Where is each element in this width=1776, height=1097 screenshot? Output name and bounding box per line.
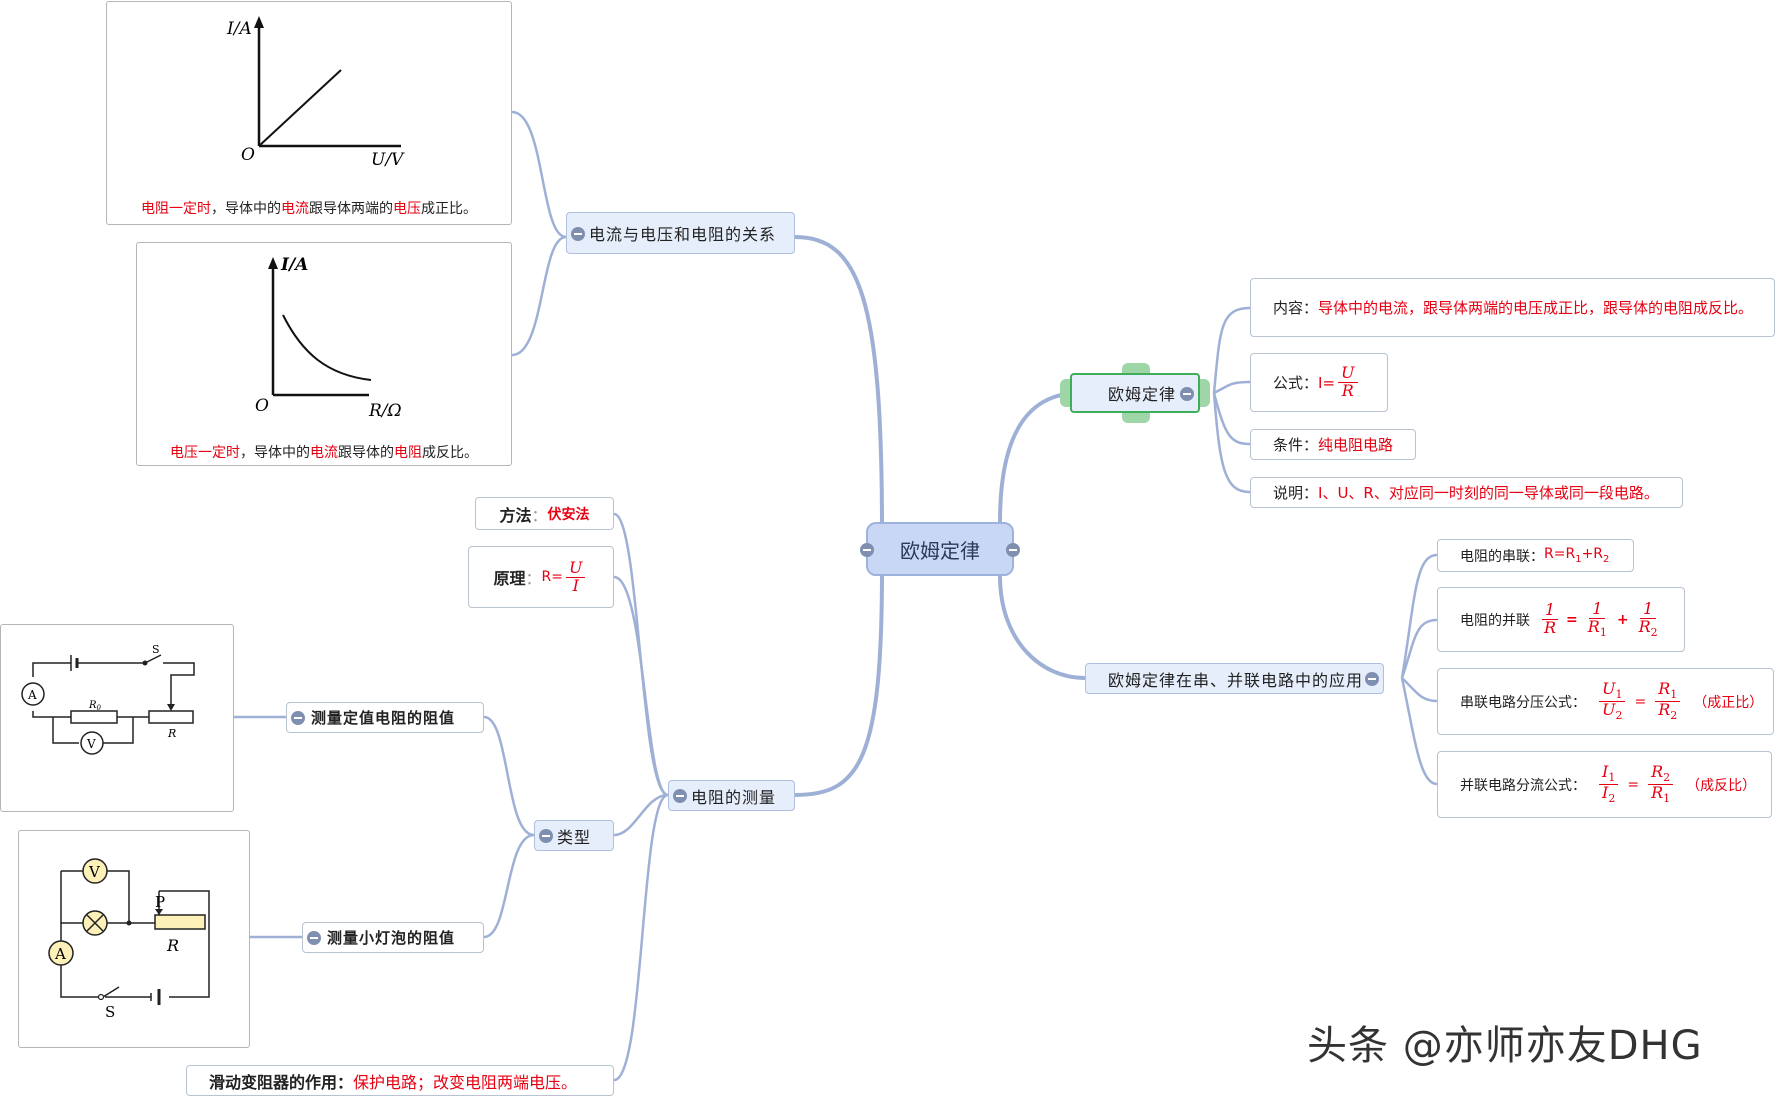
slider-arrow-icon — [167, 704, 175, 711]
law-condition-node[interactable]: 条件：纯电阻电路 — [1250, 429, 1416, 460]
circuit-diagram-fixed-resistor: A V S R0 R — [0, 624, 234, 812]
topic-ohms-law-selected[interactable]: 欧姆定律 — [1060, 363, 1210, 423]
law-condition-label: 条件： — [1273, 436, 1319, 454]
svg-text:R: R — [166, 936, 179, 955]
fixed-resistor-node[interactable]: 测量定值电阻的阻值 — [286, 702, 484, 733]
link-types-bulb — [483, 833, 535, 939]
topic-label: 欧姆定律在串、并联电路中的应用 — [1108, 670, 1364, 690]
collapse-icon[interactable] — [673, 789, 687, 803]
svg-text:A: A — [27, 688, 37, 702]
svg-text:R0: R0 — [88, 700, 102, 712]
x-axis-label: R/Ω — [368, 401, 402, 421]
series-resistance-node[interactable]: 电阻的串联： R=R1+R2 — [1437, 539, 1634, 572]
link-law-formula — [1213, 380, 1251, 395]
law-content-node[interactable]: 内容：导体中的电流，跟导体两端的电压成正比，跟导体的电阻成反比。 — [1250, 278, 1775, 337]
svg-text:S: S — [152, 643, 160, 656]
link-app-series — [1400, 553, 1438, 679]
link-law-content — [1212, 306, 1251, 394]
slider-arrow-icon — [155, 909, 163, 915]
measure-method-node[interactable]: 方法：伏安法 — [475, 497, 614, 530]
voltmeter-icon — [82, 858, 108, 884]
law-condition-text: 纯电阻电路 — [1318, 436, 1394, 454]
link-measure-types — [613, 793, 669, 837]
link-app-shunt — [1400, 677, 1438, 786]
topic-label: 电阻的测量 — [691, 787, 777, 807]
svg-text:R: R — [167, 727, 176, 740]
topic-label: 电流与电压和电阻的关系 — [589, 225, 777, 244]
topic-types[interactable]: 类型 — [534, 820, 614, 851]
collapse-icon[interactable] — [1365, 672, 1379, 686]
svg-text:V: V — [88, 863, 101, 881]
y-axis-label: I/A — [280, 255, 308, 275]
law-note-node[interactable]: 说明：I、U、R、对应同一时刻的同一导体或同一段电路。 — [1250, 477, 1683, 508]
graph-caption: 电阻一定时，导体中的电流跟导体两端的电压成正比。 — [141, 201, 477, 217]
link-law-condition — [1212, 392, 1251, 446]
circuit-diagram-bulb: V A P R S — [18, 830, 250, 1048]
bulb-resistance-node[interactable]: 测量小灯泡的阻值 — [302, 922, 484, 953]
rheostat-role-node[interactable]: 滑动变阻器的作用：保护电路；改变电阻两端电压。 — [186, 1065, 614, 1096]
link-types-fixed — [483, 715, 535, 837]
link-central-law — [998, 391, 1082, 524]
link-law-note — [1212, 392, 1251, 494]
law-note-label: 说明： — [1273, 484, 1319, 502]
topic-label: 欧姆定律 — [1108, 385, 1177, 404]
collapse-icon[interactable] — [1180, 387, 1194, 401]
topic-current-voltage-resistance[interactable]: 电流与电压和电阻的关系 — [566, 212, 795, 254]
collapse-icon[interactable] — [539, 829, 553, 843]
link-central-relation — [793, 235, 884, 532]
topic-label: 类型 — [557, 827, 592, 847]
origin-label: O — [255, 396, 269, 416]
law-note-text: I、U、R、对应同一时刻的同一导体或同一段电路。 — [1318, 484, 1659, 502]
link-relation-graph1 — [511, 110, 567, 239]
collapse-left-icon[interactable] — [860, 543, 874, 557]
topic-resistance-measurement[interactable]: 电阻的测量 — [668, 780, 795, 811]
link-app-parallel — [1400, 618, 1438, 679]
voltmeter-icon — [80, 731, 104, 755]
link-relation-graph2 — [511, 235, 567, 357]
graph-caption: 电压一定时，导体中的电流跟导体的电阻成反比。 — [170, 445, 478, 461]
graph-i-u: I/A O U/V — [226, 16, 405, 170]
collapse-icon[interactable] — [307, 931, 321, 945]
law-formula-lhs: I= — [1318, 373, 1336, 392]
y-axis-label: I/A — [226, 19, 252, 39]
svg-text:V: V — [86, 737, 96, 751]
topic-series-parallel-application[interactable]: 欧姆定律在串、并联电路中的应用 — [1085, 663, 1384, 694]
link-measure-principle — [613, 575, 669, 797]
svg-text:A: A — [54, 945, 66, 963]
law-content-label: 内容： — [1273, 299, 1319, 317]
collapse-right-icon[interactable] — [1006, 543, 1020, 557]
collapse-icon[interactable] — [291, 711, 305, 725]
central-topic-label: 欧姆定律 — [900, 538, 980, 563]
law-formula-label: 公式： — [1273, 374, 1319, 392]
ammeter-icon — [21, 682, 45, 706]
graph-card-inverse: I/A O R/Ω 电压一定时，导体中的电流跟导体的电阻成反比。 — [136, 242, 512, 466]
link-central-measure — [793, 568, 884, 797]
svg-text:S: S — [105, 1003, 115, 1021]
central-topic[interactable]: 欧姆定律 — [860, 522, 1020, 576]
ammeter-icon — [48, 940, 74, 966]
law-content-text: 导体中的电流，跟导体两端的电压成正比，跟导体的电阻成反比。 — [1318, 299, 1754, 317]
link-measure-rheostat — [613, 793, 669, 1082]
link-central-application — [998, 574, 1087, 680]
link-app-divider — [1401, 677, 1438, 703]
graph-i-r: I/A O R/Ω — [255, 255, 402, 421]
svg-text:P: P — [155, 893, 165, 911]
collapse-icon[interactable] — [571, 227, 585, 241]
watermark: 头条 @亦师亦友DHG — [1307, 1023, 1703, 1069]
x-axis-label: U/V — [371, 150, 405, 170]
graph-card-proportional: I/A O U/V 电阻一定时，导体中的电流跟导体两端的电压成正比。 — [106, 1, 512, 225]
origin-label: O — [241, 145, 255, 165]
